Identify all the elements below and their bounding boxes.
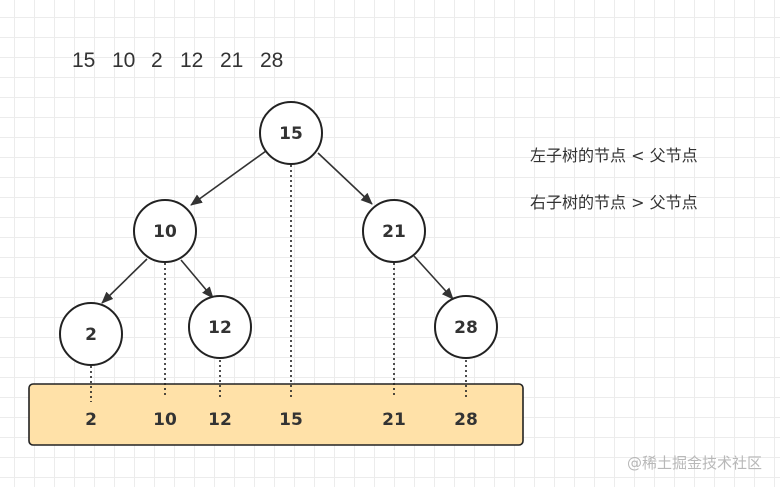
node-circle xyxy=(59,302,123,366)
sequence-item: 21 xyxy=(220,49,243,72)
sequence-item: 2 xyxy=(151,49,163,72)
sorted-value: 28 xyxy=(454,410,478,430)
node-circle xyxy=(133,199,197,263)
sorted-value: 12 xyxy=(208,410,232,430)
edge-15-10 xyxy=(190,150,267,206)
node-label: 15 xyxy=(279,124,303,144)
sorted-value: 21 xyxy=(382,410,406,430)
left-subtree-rule: 左子树的节点 < 父节点 xyxy=(530,146,698,165)
node-circle xyxy=(259,101,323,165)
sorted-value: 15 xyxy=(279,410,303,430)
node-label: 21 xyxy=(382,222,406,242)
sequence-item: 28 xyxy=(260,49,283,72)
sequence-item: 10 xyxy=(112,49,135,72)
sorted-values-strip xyxy=(28,383,524,446)
right-subtree-rule: 右子树的节点 > 父节点 xyxy=(530,193,698,212)
sorted-values: 2 10 12 15 21 28 xyxy=(85,410,478,430)
sorted-value: 10 xyxy=(153,410,177,430)
node-circle xyxy=(188,295,252,359)
tree-edges xyxy=(101,150,454,304)
node-circle xyxy=(362,199,426,263)
tree-node-21: 21 xyxy=(362,199,426,263)
node-circle xyxy=(434,295,498,359)
node-label: 2 xyxy=(85,325,97,345)
edge-15-21 xyxy=(317,152,373,205)
projection-lines xyxy=(90,165,467,402)
tree-node-10: 10 xyxy=(133,199,197,263)
sorted-value: 2 xyxy=(85,410,97,430)
node-label: 12 xyxy=(208,318,232,338)
tree-node-15: 15 xyxy=(259,101,323,165)
edge-10-12 xyxy=(180,259,214,299)
watermark: @稀土掘金技术社区 xyxy=(627,454,762,472)
insertion-sequence: 15 10 2 12 21 28 xyxy=(72,49,283,72)
node-label: 28 xyxy=(454,318,478,338)
tree-node-12: 12 xyxy=(188,295,252,359)
tree-node-28: 28 xyxy=(434,295,498,359)
edge-10-2 xyxy=(101,258,148,304)
sequence-item: 12 xyxy=(180,49,203,72)
sequence-item: 15 xyxy=(72,49,95,72)
node-label: 10 xyxy=(153,222,177,242)
tree-node-2: 2 xyxy=(59,302,123,366)
edge-21-28 xyxy=(413,255,454,300)
